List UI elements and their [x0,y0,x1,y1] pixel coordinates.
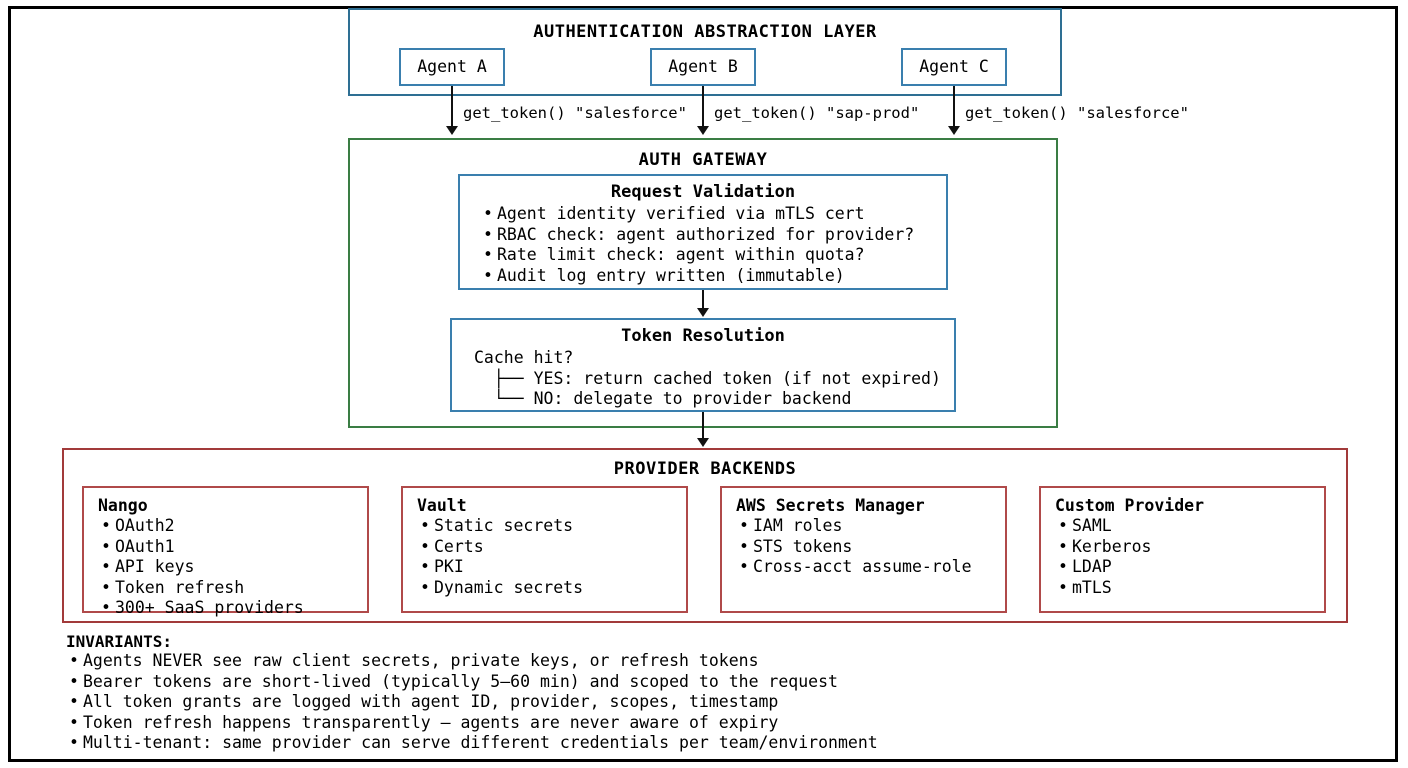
auth-gateway-title: AUTH GATEWAY [638,150,768,170]
arrowhead-validation-to-resolution [697,308,709,317]
list-item: Certs [417,537,686,558]
list-item: Token refresh happens transparently — ag… [66,713,1346,734]
provider-card-list: OAuth2 OAuth1 API keys Token refresh 300… [98,516,367,619]
list-item: Multi-tenant: same provider can serve di… [66,733,1346,754]
agent-label-b: Agent B [668,56,738,76]
list-item: Audit log entry written (immutable) [480,266,946,287]
provider-card-custom-provider[interactable]: Custom Provider SAML Kerberos LDAP mTLS [1039,486,1326,613]
outer-frame [8,6,1398,762]
provider-card-title: Nango [98,496,148,515]
list-item: Static secrets [417,516,686,537]
provider-card-title: Vault [417,496,467,515]
arrowhead-agent-a [446,126,458,135]
arrowhead-agent-b [697,126,709,135]
list-item: 300+ SaaS providers [98,598,367,619]
invariants-list: Agents NEVER see raw client secrets, pri… [66,651,1346,754]
provider-card-title: AWS Secrets Manager [736,496,925,515]
token-resolution-line: ├── YES: return cached token (if not exp… [474,368,941,388]
provider-card-list: IAM roles STS tokens Cross-acct assume-r… [736,516,1005,578]
token-resolution-title: Token Resolution [621,326,785,346]
list-item: Kerberos [1055,537,1324,558]
token-resolution-box: Token Resolution Cache hit? ├── YES: ret… [450,318,956,412]
list-item: Agents NEVER see raw client secrets, pri… [66,651,1346,672]
call-label-agent-c: get_token() "salesforce" [965,104,1189,122]
agent-label-c: Agent C [919,56,989,76]
arrowhead-agent-c [948,126,960,135]
request-validation-list: Agent identity verified via mTLS cert RB… [460,204,946,286]
provider-backends-title: PROVIDER BACKENDS [613,459,797,479]
list-item: OAuth2 [98,516,367,537]
call-label-agent-a: get_token() "salesforce" [463,104,687,122]
list-item: IAM roles [736,516,1005,537]
list-item: Bearer tokens are short-lived (typically… [66,672,1346,693]
list-item: RBAC check: agent authorized for provide… [480,225,946,246]
agent-box-c[interactable]: Agent C [901,48,1007,86]
connector-line-validation-to-resolution [702,290,704,312]
list-item: OAuth1 [98,537,367,558]
list-item: Agent identity verified via mTLS cert [480,204,946,225]
invariants-section: INVARIANTS: Agents NEVER see raw client … [66,632,1346,752]
token-resolution-line: Cache hit? [474,348,574,367]
request-validation-box: Request Validation Agent identity verifi… [458,174,948,290]
list-item: mTLS [1055,578,1324,599]
arrowhead-gateway-to-backends [697,438,709,447]
agent-box-b[interactable]: Agent B [650,48,756,86]
connector-line-gateway-to-backends [702,412,704,442]
connector-line-agent-a [451,86,453,130]
list-item: Rate limit check: agent within quota? [480,245,946,266]
invariants-title: INVARIANTS: [66,632,172,651]
provider-card-aws-secrets-manager[interactable]: AWS Secrets Manager IAM roles STS tokens… [720,486,1007,613]
list-item: PKI [417,557,686,578]
token-resolution-line: └── NO: delegate to provider backend [474,389,852,408]
provider-card-list: SAML Kerberos LDAP mTLS [1055,516,1324,598]
provider-card-title: Custom Provider [1055,496,1205,515]
list-item: STS tokens [736,537,1005,558]
abstraction-layer-title: AUTHENTICATION ABSTRACTION LAYER [533,22,877,42]
list-item: Dynamic secrets [417,578,686,599]
call-label-agent-b: get_token() "sap-prod" [714,104,920,122]
list-item: API keys [98,557,367,578]
agent-box-a[interactable]: Agent A [399,48,505,86]
list-item: All token grants are logged with agent I… [66,692,1346,713]
provider-card-list: Static secrets Certs PKI Dynamic secrets [417,516,686,598]
list-item: Token refresh [98,578,367,599]
request-validation-title: Request Validation [610,182,796,202]
provider-card-nango[interactable]: Nango OAuth2 OAuth1 API keys Token refre… [82,486,369,617]
agent-label-a: Agent A [417,56,487,76]
list-item: LDAP [1055,557,1324,578]
connector-line-agent-c [953,86,955,130]
list-item: SAML [1055,516,1324,537]
provider-card-vault[interactable]: Vault Static secrets Certs PKI Dynamic s… [401,486,688,613]
list-item: Cross-acct assume-role [736,557,1005,578]
connector-line-agent-b [702,86,704,130]
